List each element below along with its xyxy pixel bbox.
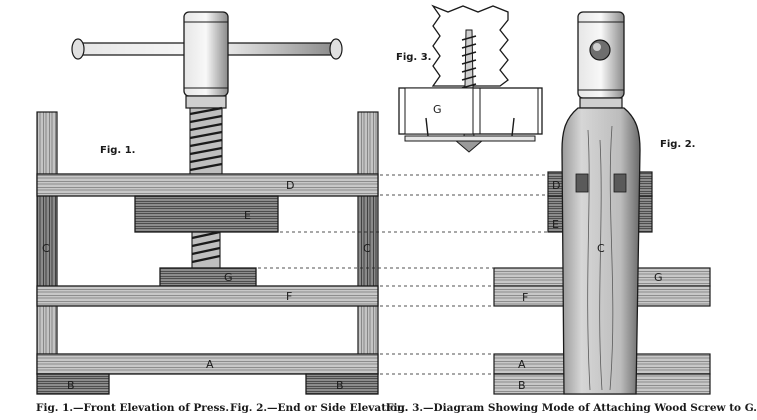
label-g-fig1: G [224, 271, 233, 284]
label-c-right: C [363, 242, 371, 255]
platen-f [36, 285, 379, 307]
plate [404, 135, 536, 142]
label-f-fig2: F [522, 291, 528, 304]
label-d-fig1: D [286, 179, 294, 192]
mortise-left [575, 173, 589, 193]
base-a [36, 353, 379, 375]
label-c-left: C [42, 242, 50, 255]
label-e-fig1: E [244, 209, 251, 222]
block-e [134, 195, 279, 233]
screw-head [183, 11, 229, 97]
label-b-fig2: B [518, 379, 526, 392]
label-g-fig3: G [433, 103, 442, 116]
fig1-front-elevation: D E C C G F A B B Fig. 1. [36, 11, 379, 395]
label-d-fig2: D [552, 179, 560, 192]
caption-fig3: Fig. 3.—Diagram Showing Mode of Attachin… [386, 402, 757, 414]
mortise-right [613, 173, 627, 193]
handle-hole [589, 39, 611, 61]
fig2-side-elevation: D E C G F A B Fig. 2. [493, 11, 711, 395]
screw-thread-upper [189, 106, 223, 175]
caption-fig1: Fig. 1.—Front Elevation of Press. [36, 402, 229, 414]
foot-b-left [36, 373, 110, 395]
illustration: D E C C G F A B B Fig. 1. [36, 4, 757, 414]
caption-fig2: Fig. 2.—End or Side Elevation. [230, 402, 409, 414]
label-c-fig2: C [597, 242, 605, 255]
label-a-fig2: A [518, 358, 526, 371]
crossbar-d [36, 173, 379, 197]
fig1-label: Fig. 1. [100, 145, 135, 156]
fig2-label: Fig. 2. [660, 139, 695, 150]
label-b-left: B [67, 379, 75, 392]
projection-lines [258, 174, 548, 375]
block-g [159, 267, 257, 287]
label-a-fig1: A [206, 358, 214, 371]
label-e-fig2: E [552, 218, 559, 231]
fig3-label: Fig. 3. [396, 52, 431, 63]
handle-knob-right [329, 38, 343, 60]
foot-b-right [305, 373, 379, 395]
handle-knob-left [71, 38, 85, 60]
screw-thread-lower [191, 230, 221, 269]
label-f-fig1: F [286, 290, 292, 303]
label-g-fig2: G [654, 271, 663, 284]
label-b-right: B [336, 379, 344, 392]
fig3-screw-diagram: G Fig. 3. [396, 4, 543, 153]
screw-collar [185, 95, 227, 109]
press-diagram: D E C C G F A B B Fig. 1. [36, 4, 711, 395]
